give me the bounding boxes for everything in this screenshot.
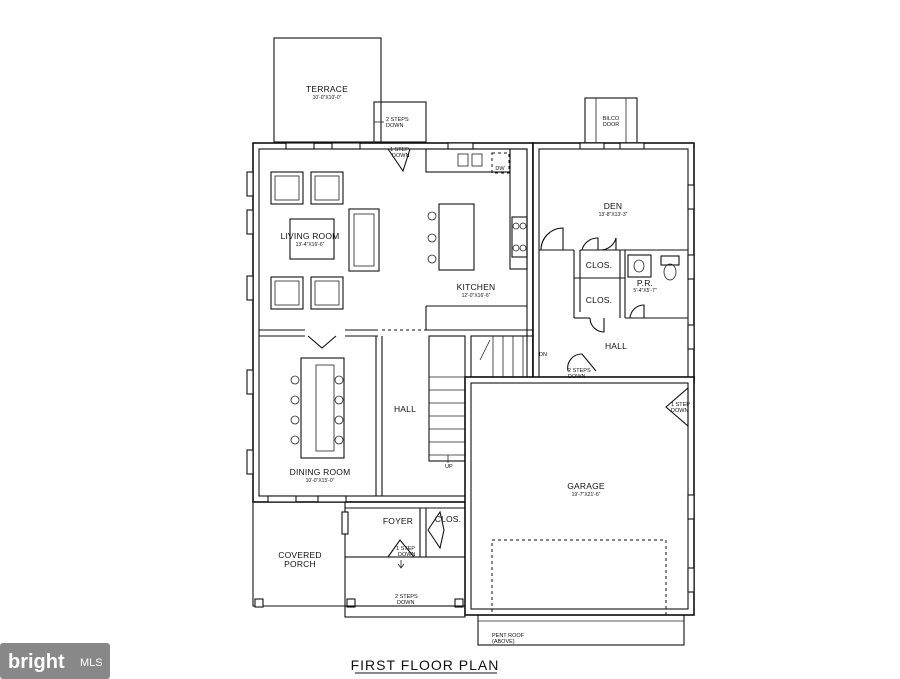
svg-text:BILCO: BILCO [603, 116, 620, 122]
powder-room-label: P.R. [637, 278, 653, 288]
bilco-door: BILCO DOOR [584, 97, 638, 146]
dining-room-label: DINING ROOM [290, 467, 351, 477]
svg-text:DOWN: DOWN [671, 408, 688, 414]
terrace: TERRACE 10'-0"X10'-0" [273, 37, 382, 143]
closet-label-1: CLOS. [586, 260, 613, 270]
foyer-label: FOYER [383, 516, 413, 526]
den-label: DEN [604, 201, 623, 211]
closet-label-2: CLOS. [586, 295, 613, 305]
stairs: DN UP [428, 335, 547, 470]
svg-text:DOWN: DOWN [568, 374, 585, 380]
living-room: LIVING ROOM 13'-4"X16'-6" [270, 171, 380, 310]
bright-mls-logo: bright MLS [0, 643, 110, 679]
svg-text:DW: DW [495, 166, 505, 172]
terrace-dim: 10'-0"X10'-0" [313, 95, 342, 101]
svg-text:1 STEP: 1 STEP [390, 147, 409, 153]
svg-text:2 STEPS: 2 STEPS [386, 117, 409, 123]
svg-text:DOWN: DOWN [398, 552, 415, 558]
living-room-dim: 13'-4"X16'-6" [296, 242, 325, 248]
foyer: FOYER CLOS. 1 STEP DOWN [345, 507, 465, 569]
garage-dim: 19'-7"X21'-6" [572, 492, 601, 498]
logo-suffix: MLS [80, 657, 103, 669]
dining-room: DINING ROOM 10'-0"X15'-0" [290, 357, 351, 484]
covered-porch: COVERED PORCH 2 STEPS DOWN [252, 502, 466, 618]
svg-text:1 STEP: 1 STEP [671, 402, 690, 408]
porch-label-2: PORCH [284, 559, 316, 569]
svg-text:1 STEP: 1 STEP [396, 546, 415, 552]
dining-room-dim: 10'-0"X15'-0" [306, 478, 335, 484]
den-dim: 13'-8"X13'-3" [599, 212, 628, 218]
logo-brand: bright [8, 651, 65, 673]
svg-text:DOWN: DOWN [386, 123, 403, 129]
svg-text:DOOR: DOOR [603, 122, 620, 128]
terrace-steps: 2 STEPS DOWN [373, 101, 427, 143]
svg-text:PENT ROOF: PENT ROOF [492, 633, 525, 639]
closet-foyer-label: CLOS. [435, 514, 462, 524]
windows [246, 142, 695, 593]
hall-east-label: HALL [605, 341, 627, 351]
interior-walls [259, 240, 688, 497]
kitchen-dim: 12'-0"X16'-6" [462, 293, 491, 299]
svg-text:DN: DN [539, 352, 547, 358]
kitchen-label: KITCHEN [457, 282, 496, 292]
svg-text:(ABOVE): (ABOVE) [492, 639, 515, 645]
hall-center-label: HALL [394, 404, 416, 414]
svg-text:DOWN: DOWN [397, 600, 414, 606]
porch-label-1: COVERED [278, 550, 321, 560]
door-swings [307, 148, 689, 558]
living-room-label: LIVING ROOM [281, 231, 340, 241]
powder-room-dim: 5'-4"X5'-7" [633, 288, 656, 294]
kitchen: DW KITCHEN 12'-0"X16'-6" [425, 148, 528, 299]
plan-title: FIRST FLOOR PLAN [351, 657, 500, 674]
den: DEN 13'-8"X13'-3" CLOS. CLOS. P.R. 5'-4"… [586, 201, 680, 351]
garage: GARAGE 19'-7"X21'-6" PENT ROOF (ABOVE) 2… [477, 368, 690, 646]
svg-text:2 STEPS: 2 STEPS [395, 594, 418, 600]
exterior-walls [252, 142, 695, 616]
svg-text:2 STEPS: 2 STEPS [568, 368, 591, 374]
terrace-label: TERRACE [306, 84, 348, 94]
svg-text:UP: UP [445, 464, 453, 470]
plan-title-text: FIRST FLOOR PLAN [351, 657, 500, 673]
svg-text:DOWN: DOWN [392, 153, 409, 159]
garage-label: GARAGE [567, 481, 605, 491]
